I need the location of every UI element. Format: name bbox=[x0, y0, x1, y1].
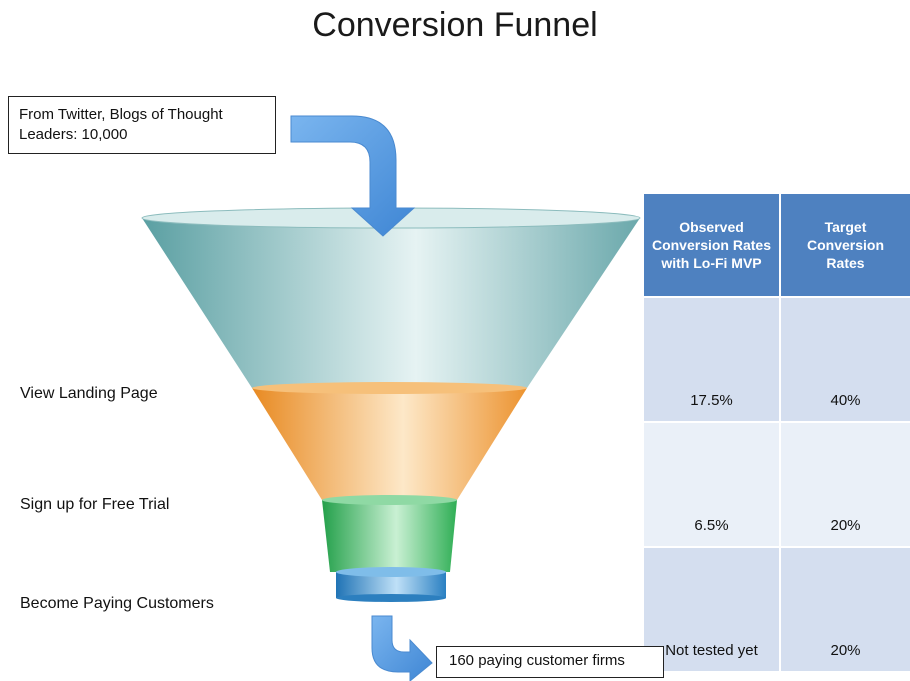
table-row: 6.5% 20% bbox=[644, 421, 910, 547]
target-rate-trial: 20% bbox=[780, 421, 910, 547]
outgoing-arrow-icon bbox=[371, 615, 433, 681]
conversion-rates-table: Observed Conversion Rates with Lo-Fi MVP… bbox=[644, 194, 910, 671]
page-title: Conversion Funnel bbox=[312, 6, 598, 44]
observed-rate-trial: 6.5% bbox=[644, 421, 781, 547]
table-header-row: Observed Conversion Rates with Lo-Fi MVP… bbox=[644, 194, 910, 297]
traffic-source-line-2: Leaders: 10,000 bbox=[19, 126, 128, 143]
funnel-stage-paying bbox=[336, 567, 446, 602]
target-rate-paying: 20% bbox=[780, 546, 910, 671]
target-rates-header: Target Conversion Rates bbox=[780, 194, 910, 297]
observed-rate-paying: Not tested yet bbox=[644, 546, 781, 671]
incoming-arrow-icon bbox=[290, 115, 416, 237]
stage-label-paying: Become Paying Customers bbox=[20, 595, 214, 612]
funnel-stage-trial bbox=[322, 495, 457, 572]
result-box: 160 paying customer firms bbox=[436, 646, 664, 678]
funnel-stage-top bbox=[141, 207, 641, 388]
observed-rates-header: Observed Conversion Rates with Lo-Fi MVP bbox=[644, 194, 781, 297]
table-row: 17.5% 40% bbox=[644, 296, 910, 422]
traffic-source-box: From Twitter, Blogs of Thought Leaders: … bbox=[8, 96, 276, 154]
target-rate-landing: 40% bbox=[780, 296, 910, 422]
funnel-stage-landing bbox=[252, 382, 527, 500]
traffic-source-line-1: From Twitter, Blogs of Thought bbox=[19, 106, 223, 123]
table-row: Not tested yet 20% bbox=[644, 546, 910, 671]
stage-label-trial: Sign up for Free Trial bbox=[20, 496, 170, 513]
observed-rate-landing: 17.5% bbox=[644, 296, 781, 422]
stage-label-landing: View Landing Page bbox=[20, 385, 158, 402]
